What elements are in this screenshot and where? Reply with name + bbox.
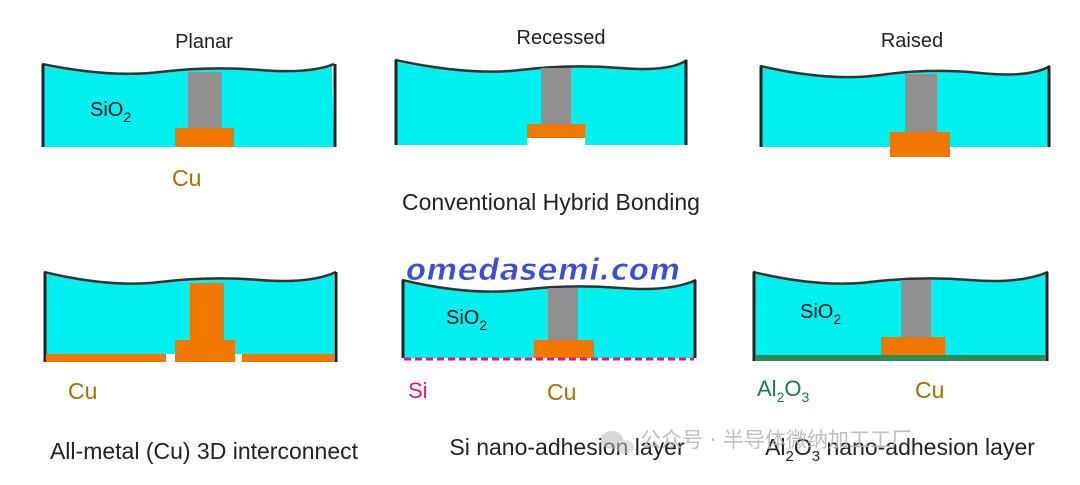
cu-label: Cu	[68, 378, 97, 404]
sio2-label: SiO2	[90, 99, 131, 125]
copper-layer-left	[46, 354, 166, 362]
copper-pad	[175, 128, 234, 147]
copper-via	[188, 72, 222, 128]
wechat-icon	[601, 431, 634, 454]
copper-layer-right	[242, 354, 334, 362]
cu-label: Cu	[915, 377, 944, 403]
copper-pad	[881, 337, 945, 356]
si-label: Si	[408, 378, 428, 403]
caption-al2o3-layer: Al2O3 nano-adhesion layer	[765, 434, 1035, 465]
copper-via	[541, 68, 571, 124]
heading-recessed: Recessed	[517, 27, 606, 49]
caption-si-layer: Si nano-adhesion layer	[449, 434, 685, 460]
heading-raised: Raised	[881, 30, 943, 52]
panel-planar: SiO2 Cu	[41, 62, 337, 191]
panel-raised	[759, 64, 1051, 157]
oxide-layer	[755, 274, 1046, 356]
caption-all-metal: All-metal (Cu) 3D interconnect	[50, 438, 359, 464]
surface-profile	[394, 58, 688, 73]
panel-all-metal: Cu	[43, 270, 338, 404]
surface-profile	[43, 270, 337, 285]
al2o3-adhesion-layer	[755, 355, 1046, 361]
panel-al2o3-adhesion: SiO2 Al2O3 Cu	[752, 270, 1049, 405]
heading-planar: Planar	[175, 31, 233, 53]
panel-recessed	[394, 58, 688, 145]
sio2-label: SiO2	[800, 301, 841, 327]
al2o3-label: Al2O3	[757, 376, 809, 405]
panel-si-adhesion: SiO2 Si Cu	[401, 278, 697, 405]
copper-pad	[175, 340, 235, 362]
watermark-site: omedasemi.com	[406, 253, 681, 288]
cu-label: Cu	[547, 379, 576, 405]
surface-profile	[759, 64, 1051, 79]
copper-via	[901, 280, 931, 338]
copper-via	[548, 288, 578, 340]
copper-via	[905, 74, 937, 132]
sio2-label: SiO2	[446, 307, 487, 333]
watermark-account: 公众号 · 半导体微纳加工工厂	[640, 428, 912, 452]
cu-label: Cu	[172, 165, 201, 191]
copper-pad	[890, 132, 950, 157]
copper-pad	[534, 340, 594, 358]
copper-pad	[527, 124, 585, 138]
copper-via	[190, 283, 224, 341]
caption-conventional: Conventional Hybrid Bonding	[402, 189, 700, 215]
surface-profile	[752, 270, 1049, 285]
surface-profile	[401, 278, 697, 293]
surface-profile	[41, 62, 335, 76]
